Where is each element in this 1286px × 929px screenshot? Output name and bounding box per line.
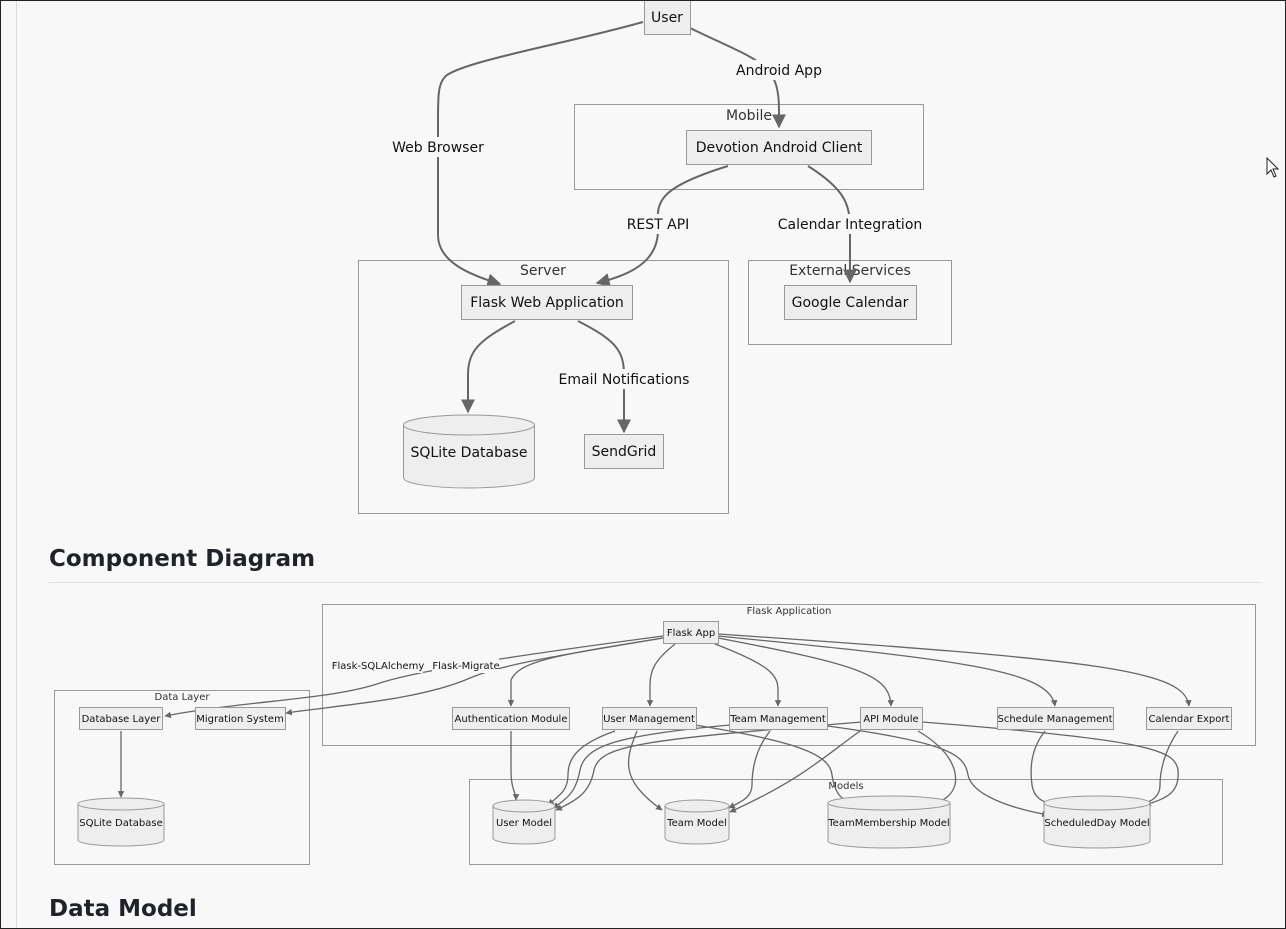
node-flask-app[interactable]: Flask App [663,621,719,644]
component-diagram-heading: Component Diagram [49,546,316,572]
node-google-calendar-label: Google Calendar [792,295,909,311]
node-teammembership-model-label: TeamMembership Model [827,818,949,829]
edge-schedule-scheduled [1030,730,1056,807]
node-database-layer-label: Database Layer [82,714,162,725]
node-schedule-management[interactable]: Schedule Management [997,707,1114,730]
node-api-module-label: API Module [863,714,918,725]
edge-api-scheduled [921,721,1179,807]
edge-flaskapp-migration-system [285,637,664,716]
node-teammembership-model[interactable]: TeamMembership Model [827,795,951,849]
edge-api-membership [917,730,957,806]
edge-flaskapp-calendar-export [717,633,1192,707]
edge-teammgmt-user-model [552,724,731,809]
node-calendar-export-label: Calendar Export [1149,714,1230,725]
node-component-sqlite-database-label: SQLite Database [79,818,163,829]
group-mobile [574,104,924,190]
group-data-layer-label: Data Layer [155,692,211,703]
node-schedule-management-label: Schedule Management [997,714,1112,725]
edge-label-email-notifications: Email Notifications [559,372,690,388]
group-server-label: Server [520,263,566,279]
edge-label-calendar-integration: Calendar Integration [778,217,923,233]
edge-auth-user-model [510,731,520,801]
group-flask-application [322,604,1256,746]
node-api-module[interactable]: API Module [860,707,923,730]
mouse-cursor-icon [1266,157,1280,178]
node-user[interactable]: User [644,0,691,35]
data-model-heading: Data Model [49,896,197,922]
edge-teammgmt-scheduled [819,724,1049,818]
edge-label-rest-api: REST API [627,217,690,233]
node-calendar-export[interactable]: Calendar Export [1146,707,1232,730]
node-migration-system-label: Migration System [196,714,284,725]
node-sendgrid-label: SendGrid [592,444,657,460]
edge-api-user-model [555,721,863,811]
edge-usermgmt-membership [694,724,856,806]
node-team-model[interactable]: Team Model [664,799,730,845]
group-models [469,779,1223,865]
edge-flaskapp-auth [507,637,664,707]
node-team-management[interactable]: Team Management [729,707,828,730]
node-auth-module[interactable]: Authentication Module [452,707,570,730]
edge-usermgmt-user-model-a [547,730,616,806]
node-scheduledday-model[interactable]: ScheduledDay Model [1043,795,1151,849]
edge-flaskapp-api [717,637,895,707]
edge-label-flask-migrate: Flask-Migrate [432,661,499,672]
node-sqlite-database-label: SQLite Database [411,445,528,461]
edge-flaskapp-schedule [717,635,1058,707]
node-sendgrid[interactable]: SendGrid [584,434,664,469]
edge-label-flask-sqlalchemy: Flask-SQLAlchemy [332,661,425,672]
edge-teammgmt-team-model [728,730,771,809]
group-data-layer [54,690,310,865]
group-flask-application-label: Flask Application [747,606,832,617]
node-flask-web-application-label: Flask Web Application [470,295,624,311]
content-left-rule [16,0,17,929]
edge-flaskapp-team-mgmt [714,643,782,707]
group-models-label: Models [828,781,863,792]
edge-flask-sqlite [461,320,516,414]
node-android-client[interactable]: Devotion Android Client [686,130,872,165]
node-google-calendar[interactable]: Google Calendar [784,285,917,320]
node-component-sqlite-database[interactable]: SQLite Database [77,797,165,847]
node-user-management-label: User Management [603,714,695,725]
edge-label-web-browser: Web Browser [392,140,484,156]
edge-flaskapp-database-layer [164,635,664,719]
node-flask-web-application[interactable]: Flask Web Application [461,285,633,320]
node-android-client-label: Devotion Android Client [696,140,863,156]
edge-label-android-app: Android App [736,63,822,79]
node-sqlite-database[interactable]: SQLite Database [403,414,535,489]
edge-flaskapp-user-mgmt [646,643,676,707]
node-auth-module-label: Authentication Module [455,714,568,725]
edge-calendar-scheduled [1137,730,1179,808]
group-mobile-label: Mobile [726,108,772,124]
node-database-layer[interactable]: Database Layer [79,707,163,730]
node-user-model-label: User Model [496,818,552,829]
edge-user-flask [437,21,644,288]
edge-api-team-model [729,730,861,813]
node-migration-system[interactable]: Migration System [195,707,286,730]
node-team-management-label: Team Management [729,714,826,725]
edge-usermgmt-team-model [627,730,663,811]
node-team-model-label: Team Model [666,818,727,829]
node-user-label: User [651,10,683,26]
node-user-management[interactable]: User Management [602,707,697,730]
node-user-model[interactable]: User Model [492,799,556,845]
node-scheduledday-model-label: ScheduledDay Model [1044,818,1149,829]
node-flask-app-label: Flask App [667,628,715,639]
component-diagram-heading-rule [49,582,1261,583]
group-server [358,260,729,514]
